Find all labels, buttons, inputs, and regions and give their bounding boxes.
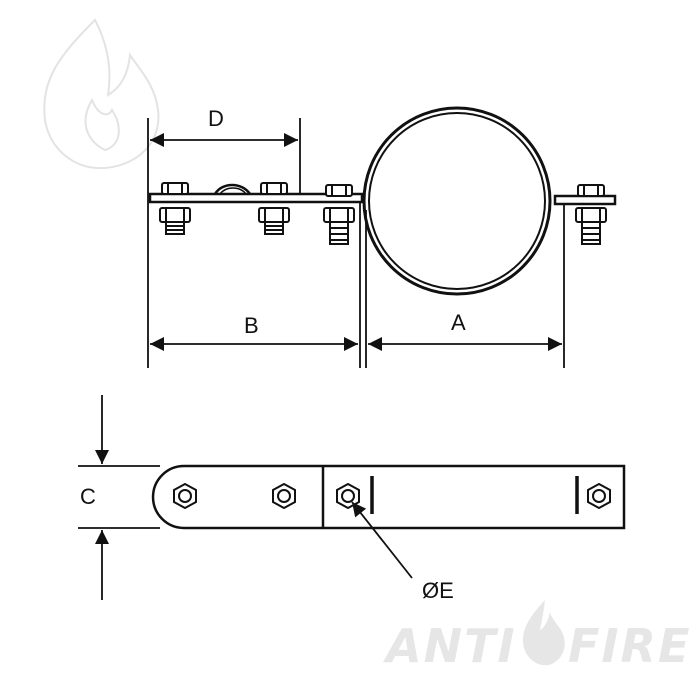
flame-icon — [522, 600, 565, 666]
strap-outline — [151, 464, 626, 530]
brand-text-fire: FIRE — [568, 619, 691, 673]
clamp-top-view — [148, 106, 617, 296]
dimension-a-label: A — [451, 310, 466, 335]
strap-right — [553, 194, 617, 206]
dimension-d-label: D — [208, 106, 224, 131]
strap-bottom-view — [151, 464, 626, 530]
brand-text-anti: ANTI — [383, 619, 517, 673]
nut-icon — [173, 482, 197, 510]
bolt-group-left — [159, 182, 607, 245]
dimension-e-leader — [351, 501, 413, 579]
strap-left — [148, 192, 364, 204]
dimension-lines-top — [147, 118, 565, 368]
brand-watermark: ANTI FIRE — [383, 600, 691, 673]
dimension-lines-bottom — [78, 395, 413, 600]
clamp-ring — [362, 106, 552, 296]
dimension-b-label: B — [244, 313, 259, 338]
dimension-e-label: ØE — [422, 578, 454, 603]
nut-icon — [336, 482, 360, 510]
nut-icon — [272, 482, 296, 510]
flame-watermark-icon — [43, 18, 160, 170]
dimension-c-label: C — [80, 484, 96, 509]
nut-icon — [587, 482, 611, 510]
